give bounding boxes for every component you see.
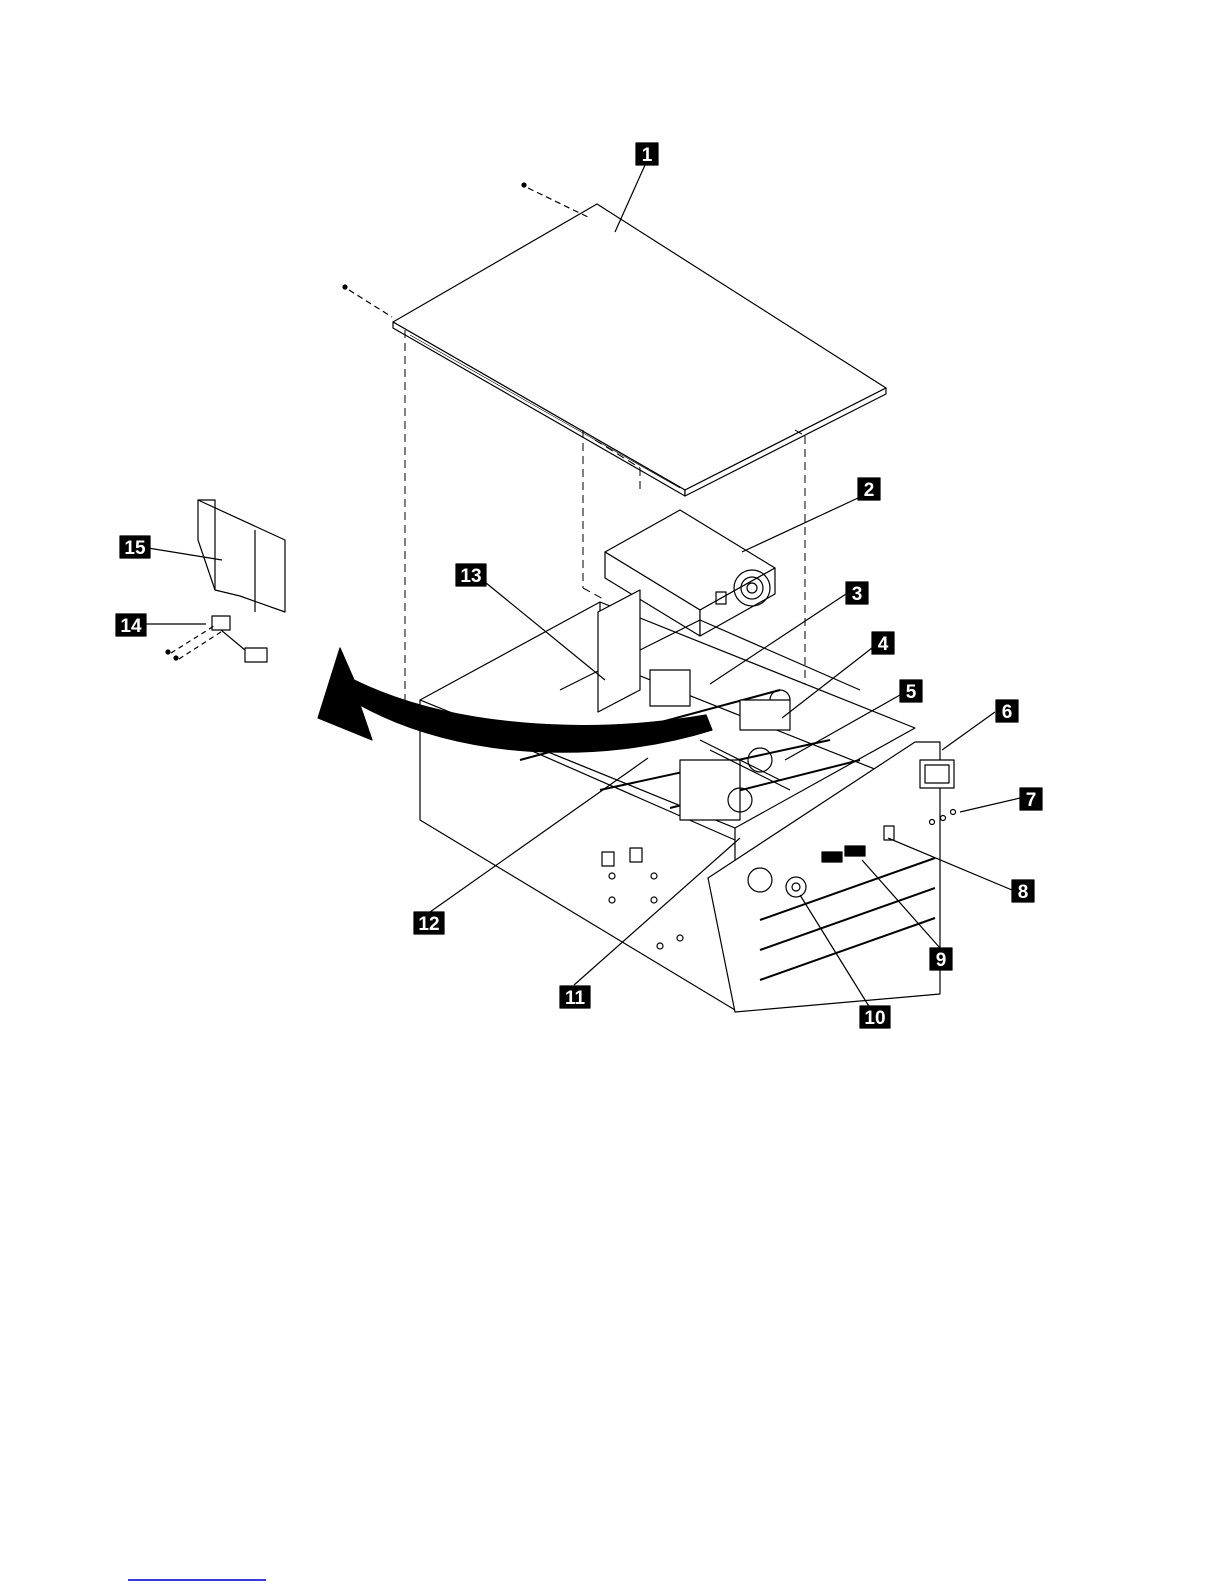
callout-9-label: 9 bbox=[936, 950, 947, 971]
callout-3: 3 bbox=[846, 582, 868, 605]
callout-7: 7 bbox=[1020, 788, 1042, 811]
callout-12: 12 bbox=[414, 912, 444, 935]
sensor-assembly bbox=[166, 616, 267, 662]
callout-6: 6 bbox=[996, 700, 1018, 723]
callout-3-label: 3 bbox=[852, 584, 863, 605]
callout-2-label: 2 bbox=[864, 480, 875, 501]
callout-11-label: 11 bbox=[565, 988, 586, 1009]
callout-9: 9 bbox=[930, 948, 952, 971]
callout-15-label: 15 bbox=[124, 538, 146, 559]
callout-14-label: 14 bbox=[120, 616, 142, 637]
callout-11: 11 bbox=[560, 986, 590, 1009]
callout-12-label: 12 bbox=[418, 914, 439, 935]
callout-5-label: 5 bbox=[906, 682, 917, 703]
callout-7-label: 7 bbox=[1026, 790, 1037, 811]
callout-10: 10 bbox=[860, 1006, 890, 1029]
callout-2: 2 bbox=[858, 478, 880, 501]
callout-13: 13 bbox=[456, 564, 486, 587]
callout-4: 4 bbox=[872, 632, 894, 655]
callout-4-label: 4 bbox=[878, 634, 889, 655]
callout-1: 1 bbox=[636, 143, 658, 166]
callout-8-label: 8 bbox=[1018, 882, 1029, 903]
callout-10-label: 10 bbox=[864, 1008, 885, 1029]
top-cover bbox=[393, 204, 886, 496]
side-bracket bbox=[198, 500, 285, 612]
callout-5: 5 bbox=[900, 680, 922, 703]
callout-14: 14 bbox=[116, 614, 146, 637]
callout-8: 8 bbox=[1012, 880, 1034, 903]
callout-6-label: 6 bbox=[1002, 702, 1013, 723]
callout-15: 15 bbox=[120, 536, 150, 559]
callout-1-label: 1 bbox=[642, 145, 653, 166]
callout-13-label: 13 bbox=[460, 566, 481, 587]
footer-rule bbox=[128, 1579, 266, 1581]
